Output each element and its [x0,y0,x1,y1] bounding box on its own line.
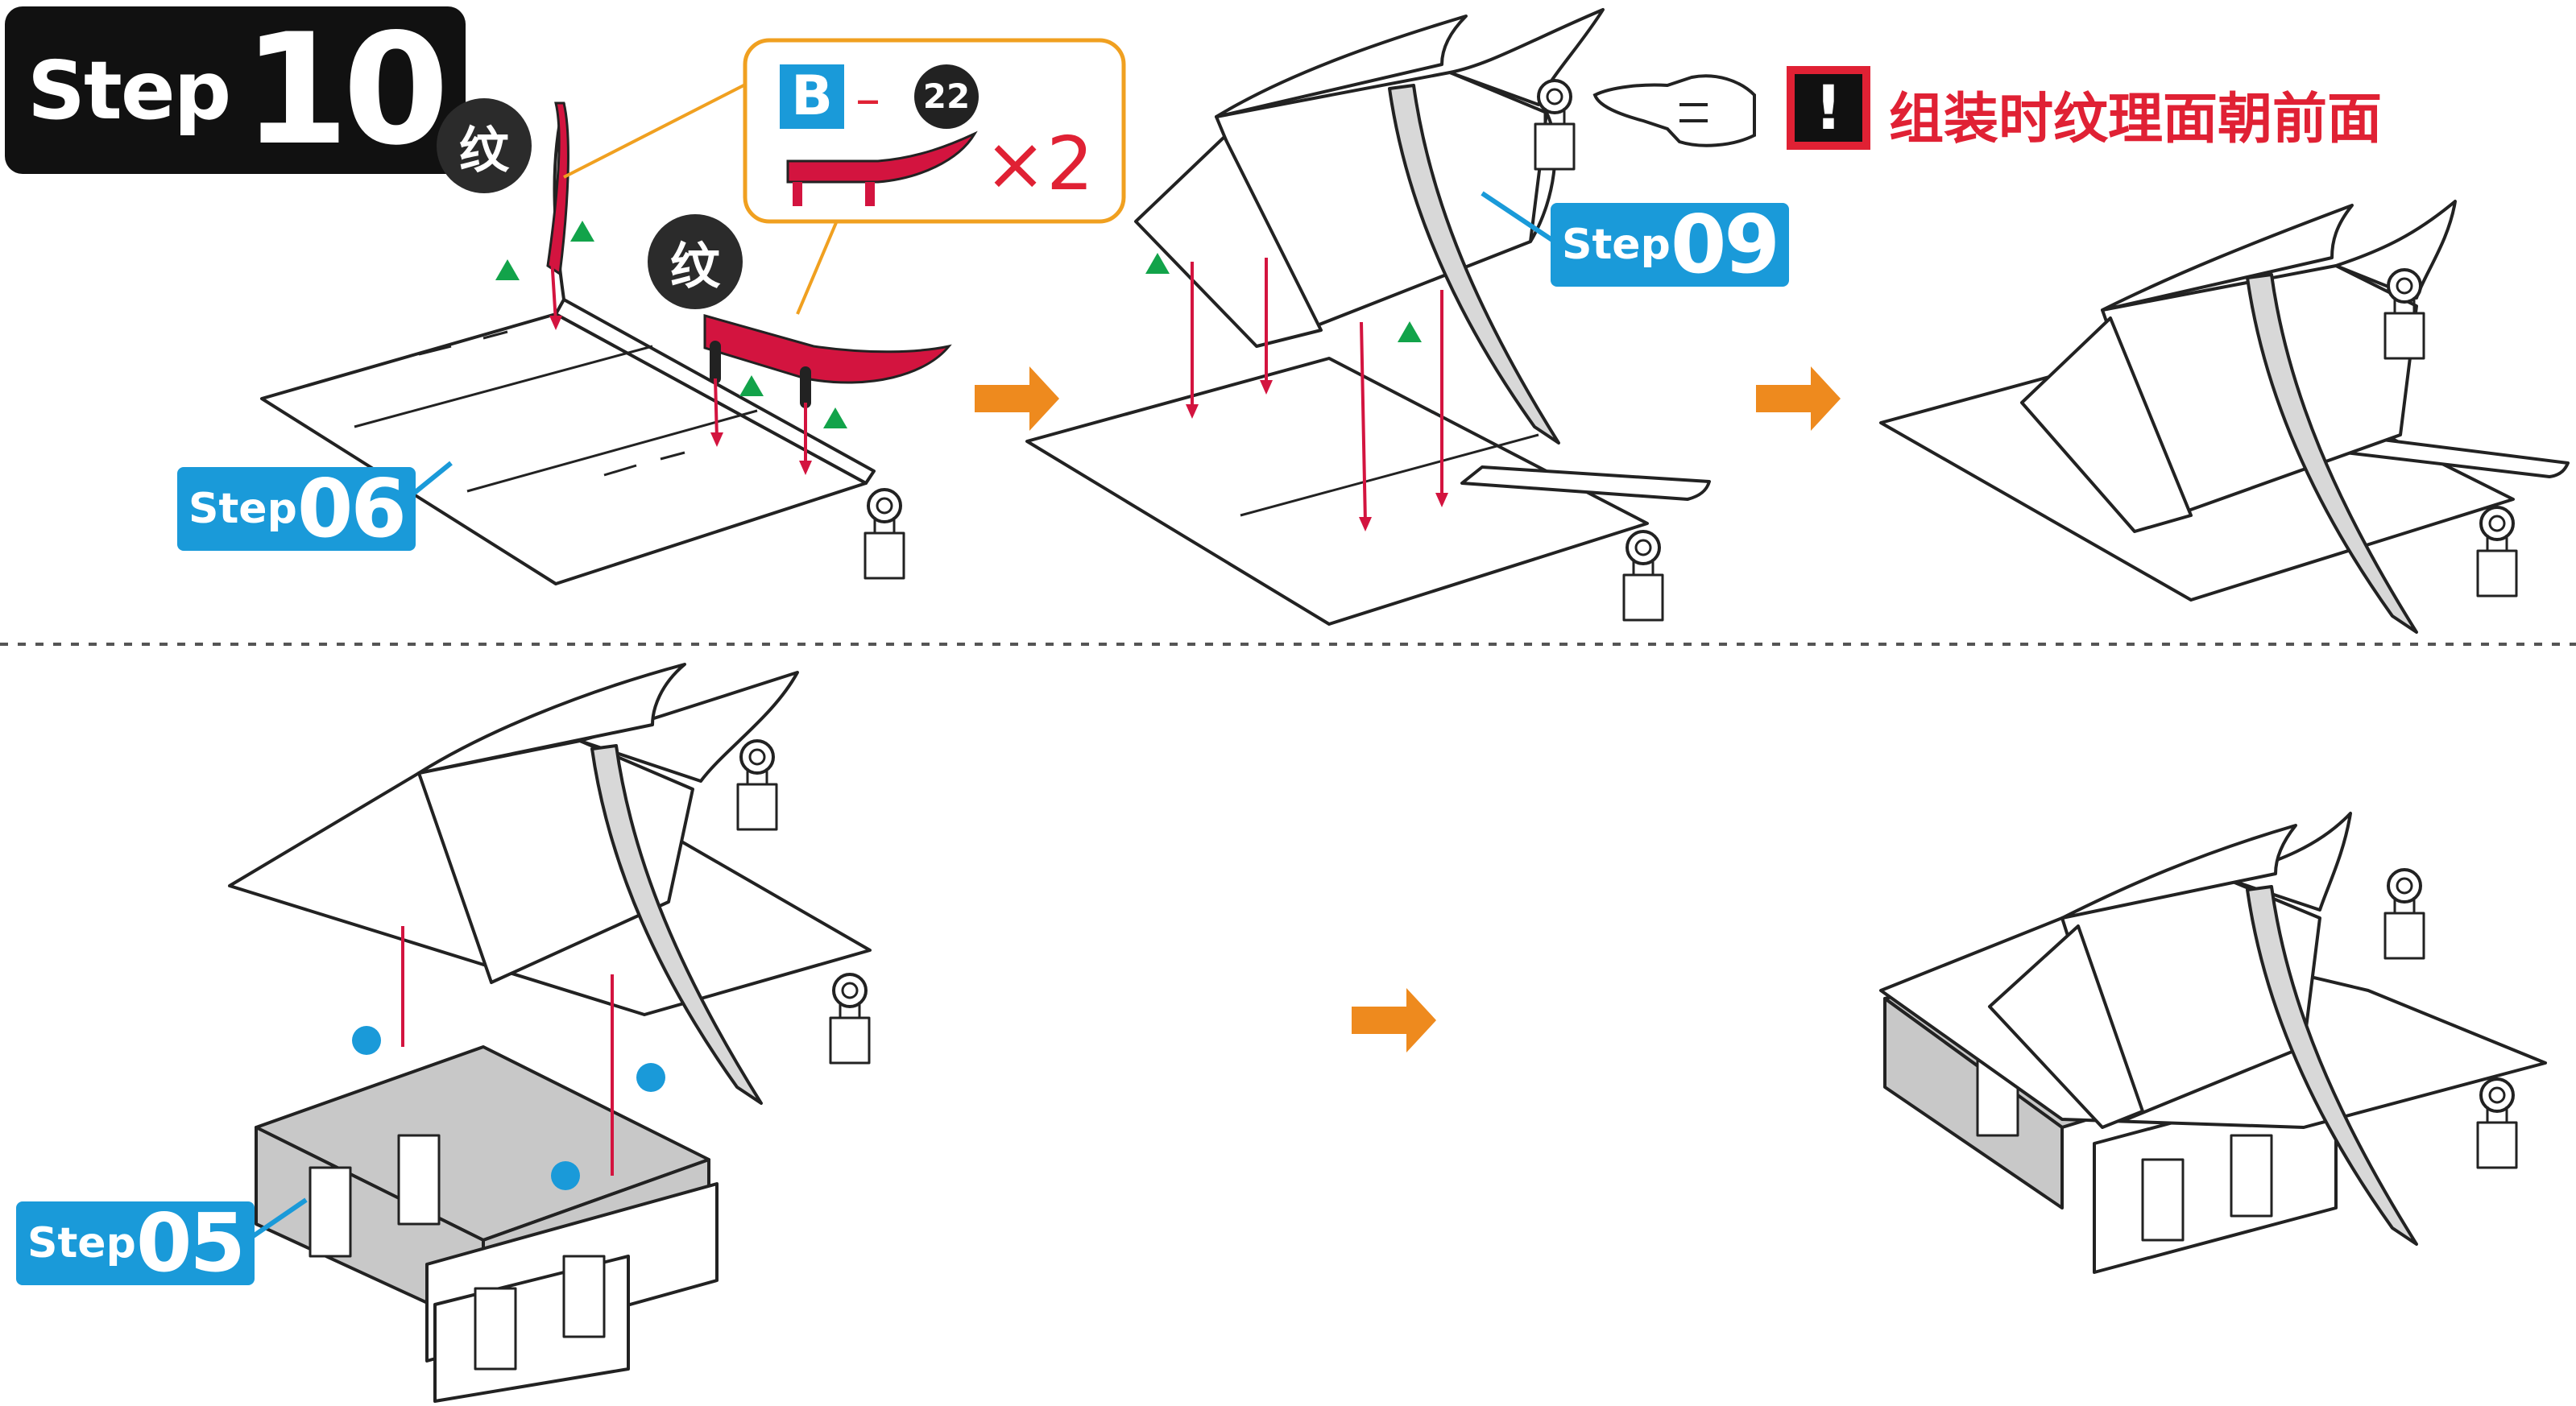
panel-1-ring-tag [865,490,904,578]
panel-4-assembly [230,664,870,1401]
texture-badge: 纹 [648,214,743,309]
alignment-triangle-icon [570,221,594,242]
process-arrow-icon [1756,366,1841,431]
pointing-hand-icon [1595,76,1754,145]
alignment-triangle-icon [823,407,847,428]
panel-3-assembly [1881,201,2568,632]
panel-1-red-part-left [548,103,568,330]
sheet-letter: B [780,64,844,129]
texture-badge: 纹 [437,98,532,193]
part-number: 22 [914,64,979,129]
panel-5-assembly [1881,813,2545,1272]
process-arrow-icon [975,366,1059,431]
step-ref-word: Step [27,1219,136,1267]
part-quantity: ×2 [984,121,1094,207]
alignment-dot-icon [352,1026,381,1055]
warning-icon: ! [1787,66,1870,150]
process-arrow-icon [1352,988,1436,1052]
step-ref-number: 09 [1671,205,1778,285]
part-dash: – [855,69,880,128]
svg-text:!: ! [1815,72,1843,143]
alignment-triangle-icon [739,375,764,396]
step-ref-number: 05 [136,1203,243,1284]
alignment-dot-icon [636,1063,665,1092]
alignment-triangle-icon [1398,321,1422,342]
step-ref-05: Step 05 [16,1201,255,1285]
step-ref-word: Step [188,485,297,533]
step-ref-09: Step 09 [1551,203,1789,287]
step-ref-06: Step 06 [177,467,416,551]
assembly-notice: 组装时纹理面朝前面 [1889,74,2382,154]
alignment-dot-icon [551,1161,580,1190]
step-ref-word: Step [1562,221,1671,269]
alignment-triangle-icon [495,259,520,280]
alignment-triangle-icon [1145,253,1170,274]
step-ref-number: 06 [297,469,404,549]
